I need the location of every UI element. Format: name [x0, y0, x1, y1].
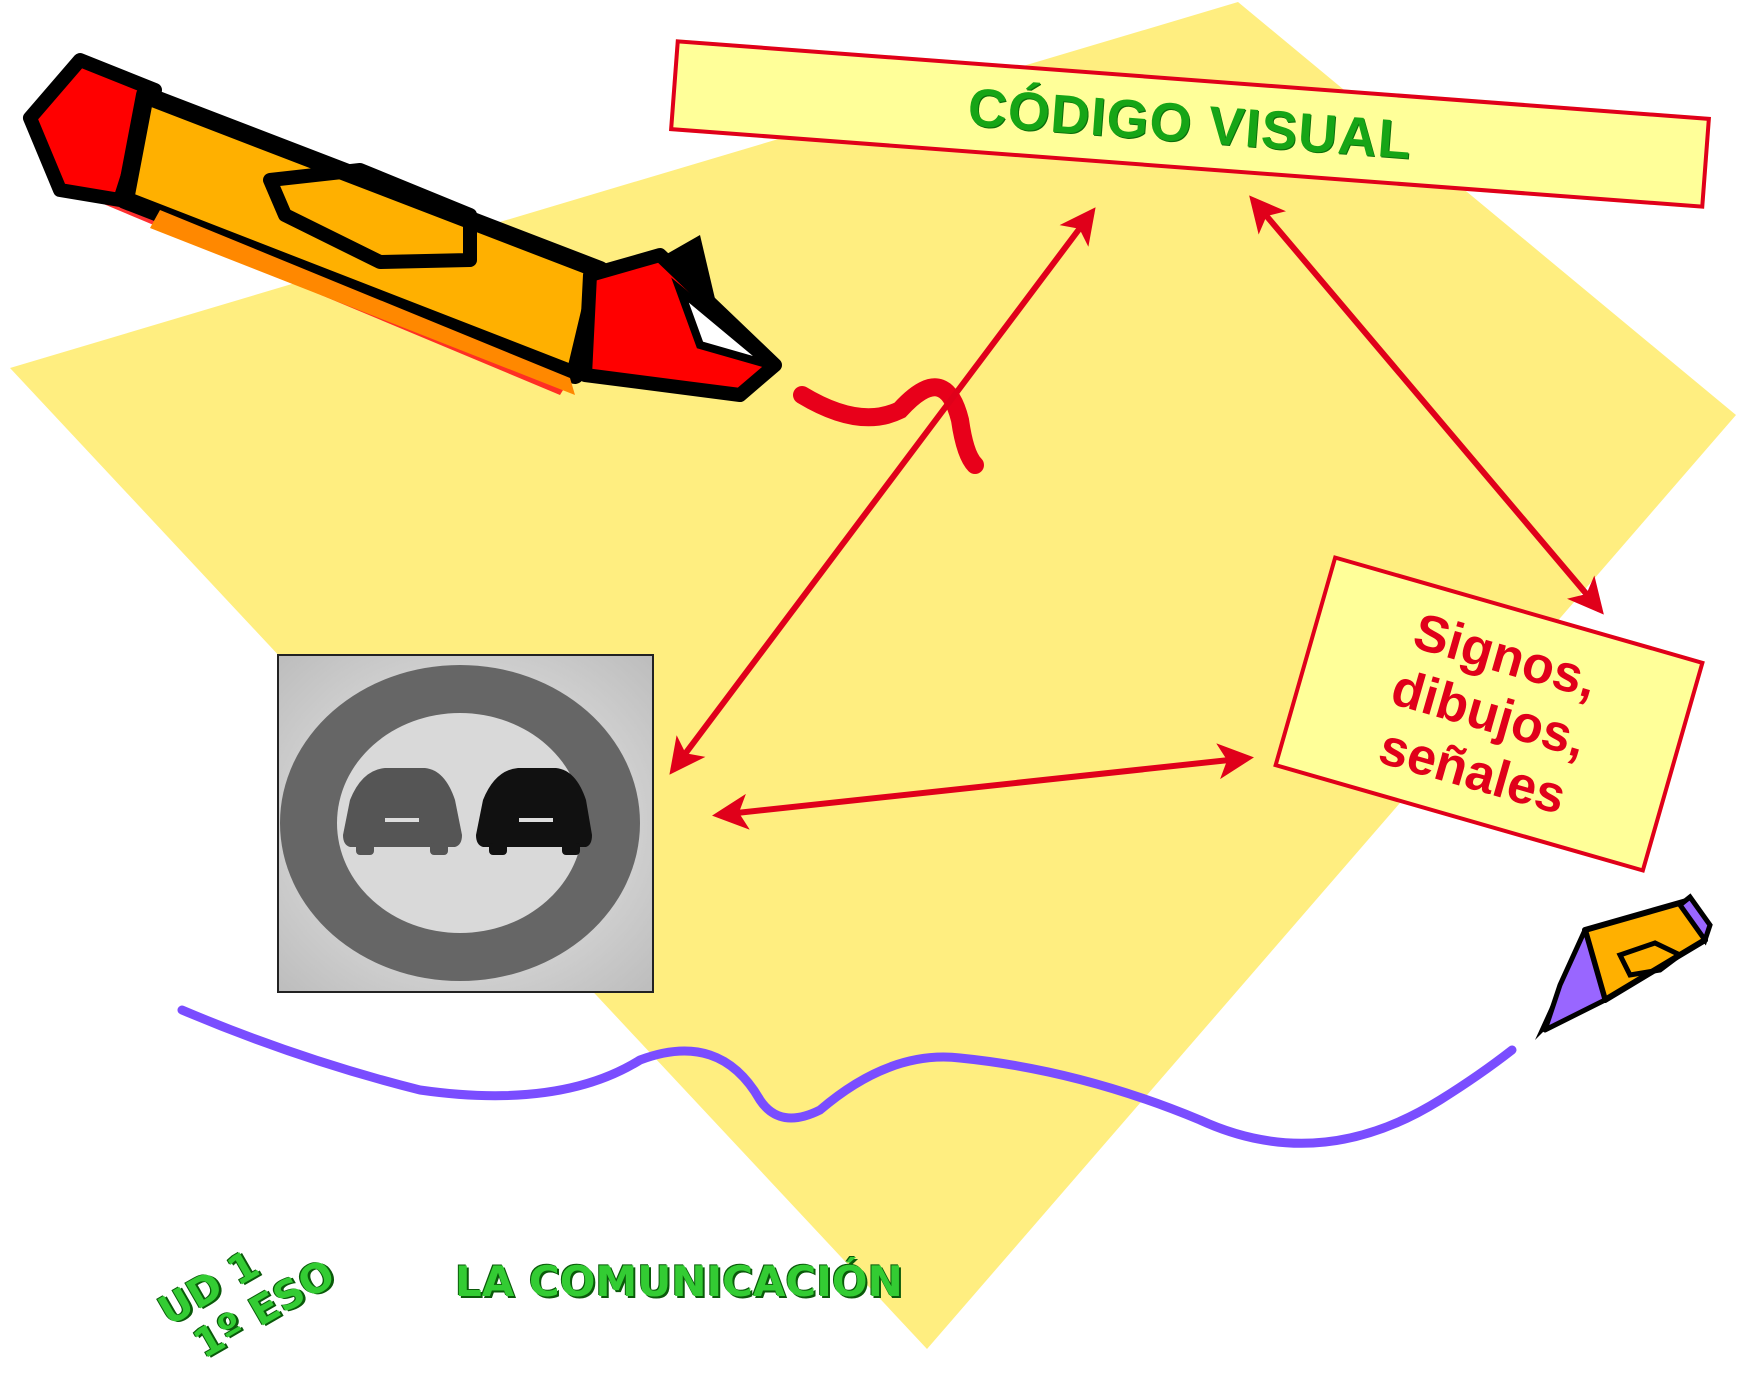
- slide-artwork: [10, 2, 1736, 1349]
- purple-scribble: [177, 1005, 1517, 1148]
- no-overtaking-sign-icon: [277, 654, 654, 993]
- arrow-sign-to-signos: [712, 743, 1254, 830]
- footer-title: LA COMUNICACIÓN: [455, 1257, 903, 1306]
- small-pencil-icon: [1535, 893, 1713, 1040]
- arrow-title-to-signos: [1249, 195, 1604, 615]
- title-text: CÓDIGO VISUAL: [965, 77, 1415, 171]
- arrow-title-to-sign: [669, 207, 1096, 775]
